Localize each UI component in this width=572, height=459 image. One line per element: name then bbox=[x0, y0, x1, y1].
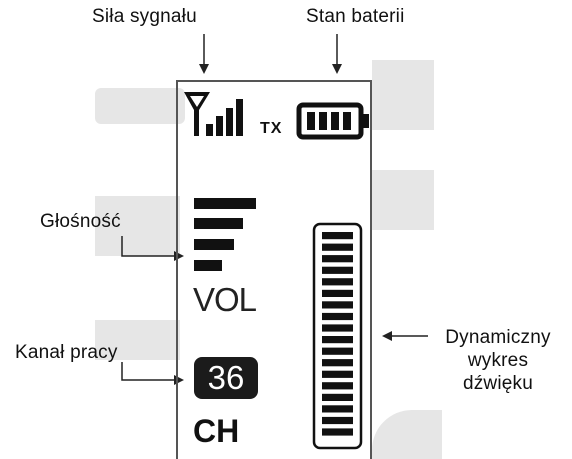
meter-segment bbox=[322, 359, 353, 367]
meter-segment bbox=[322, 347, 353, 355]
volume-bar bbox=[194, 218, 243, 229]
meter-segment bbox=[322, 393, 353, 401]
dynamic-chart-caption-line: wykres bbox=[467, 350, 529, 371]
meter-segment bbox=[322, 382, 353, 390]
signal-bar bbox=[226, 108, 233, 136]
signal-bar bbox=[216, 116, 223, 136]
background-shape-right bbox=[372, 170, 434, 230]
meter-segment bbox=[322, 370, 353, 378]
meter-segment bbox=[322, 405, 353, 413]
battery-status-caption: Stan baterii bbox=[306, 6, 405, 27]
meter-segment bbox=[322, 278, 353, 286]
meter-segment bbox=[322, 428, 353, 436]
volume-bar bbox=[194, 260, 222, 271]
volume-caption: Głośność bbox=[40, 211, 121, 232]
antenna-icon bbox=[184, 92, 210, 136]
volume-bar bbox=[194, 239, 234, 250]
channel-number: 36 bbox=[194, 357, 258, 399]
channel-arrow bbox=[121, 362, 176, 381]
dynamic-chart-caption-line: Dynamiczny bbox=[445, 327, 551, 348]
battery-icon bbox=[296, 102, 369, 140]
background-shape-left bbox=[95, 320, 180, 360]
meter-segment bbox=[322, 336, 353, 344]
battery-cell bbox=[319, 112, 327, 130]
meter-segment bbox=[322, 301, 353, 309]
battery-cell bbox=[307, 112, 315, 130]
channel-label: CH bbox=[193, 413, 240, 449]
battery-cell bbox=[343, 112, 351, 130]
dynamic-chart-caption: Dynamiczny wykres dźwięku bbox=[428, 326, 568, 395]
background-shape-left bbox=[95, 88, 185, 124]
tx-indicator: TX bbox=[260, 120, 283, 137]
battery-cell bbox=[331, 112, 339, 130]
meter-segment bbox=[322, 416, 353, 425]
meter-segment bbox=[322, 312, 353, 321]
meter-segment bbox=[322, 255, 353, 263]
meter-segment bbox=[322, 232, 353, 240]
audio-level-meter bbox=[312, 222, 363, 450]
background-shape-left bbox=[95, 196, 180, 256]
signal-strength-caption: Siła sygnału bbox=[92, 6, 197, 27]
volume-label: VOL bbox=[193, 281, 257, 318]
channel-caption: Kanał pracy bbox=[15, 342, 118, 363]
meter-segment bbox=[322, 324, 353, 332]
lcd-display-panel bbox=[176, 80, 372, 459]
battery-arrow-head bbox=[332, 64, 342, 74]
meter-segment bbox=[322, 266, 353, 274]
dynamic-chart-caption-line: dźwięku bbox=[462, 373, 534, 394]
signal-arrow-head bbox=[199, 64, 209, 74]
meter-segment bbox=[322, 289, 353, 297]
signal-bar bbox=[206, 124, 213, 136]
signal-bar bbox=[236, 99, 243, 136]
signal-strength-icon bbox=[184, 92, 243, 136]
volume-bar bbox=[194, 198, 256, 209]
meter-segment bbox=[322, 243, 353, 251]
volume-arrow bbox=[121, 236, 176, 257]
background-shape-right bbox=[372, 60, 434, 130]
meter-arrow-head bbox=[382, 331, 392, 341]
